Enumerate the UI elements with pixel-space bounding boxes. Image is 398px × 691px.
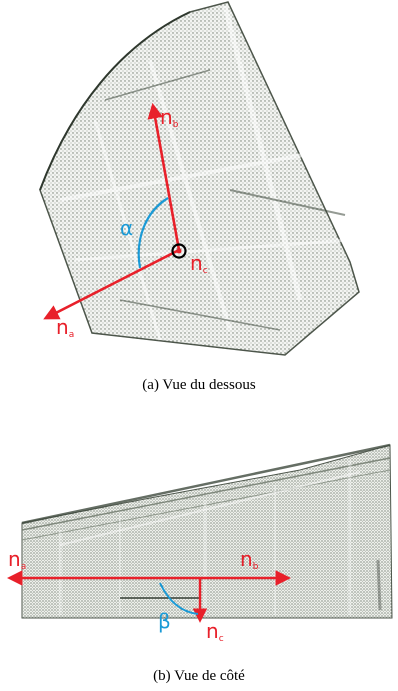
na-label-b: na bbox=[8, 547, 26, 572]
panel-b: na nb nc β (b) Vue de côté bbox=[6, 443, 393, 684]
beta-label: β bbox=[158, 609, 171, 633]
beta-angle-arc bbox=[159, 582, 199, 615]
na-label: na bbox=[56, 315, 74, 340]
caption-a: (a) Vue du dessous bbox=[142, 377, 256, 393]
alpha-label: α bbox=[120, 216, 133, 240]
cloud-roof-lines bbox=[21, 443, 391, 546]
caption-b: (b) Vue de côté bbox=[153, 668, 245, 684]
alpha-angle-arc bbox=[137, 197, 169, 269]
nc-label-b: nc bbox=[206, 619, 224, 644]
na-axis-arrow bbox=[43, 248, 180, 320]
nb-axis-arrow bbox=[147, 102, 181, 251]
nc-label: nc bbox=[190, 251, 208, 276]
point-cloud-bottom-view bbox=[39, 1, 360, 356]
cloud-structure-lines bbox=[59, 5, 351, 341]
nb-label-b: nb bbox=[240, 547, 259, 572]
nc-axis-point bbox=[171, 243, 187, 259]
cloud-edge-curve bbox=[39, 11, 191, 191]
point-cloud-side-view bbox=[21, 444, 393, 619]
panel-a: nb na nc α (a) Vue du dessous bbox=[39, 1, 360, 393]
nb-label: nb bbox=[160, 105, 179, 130]
